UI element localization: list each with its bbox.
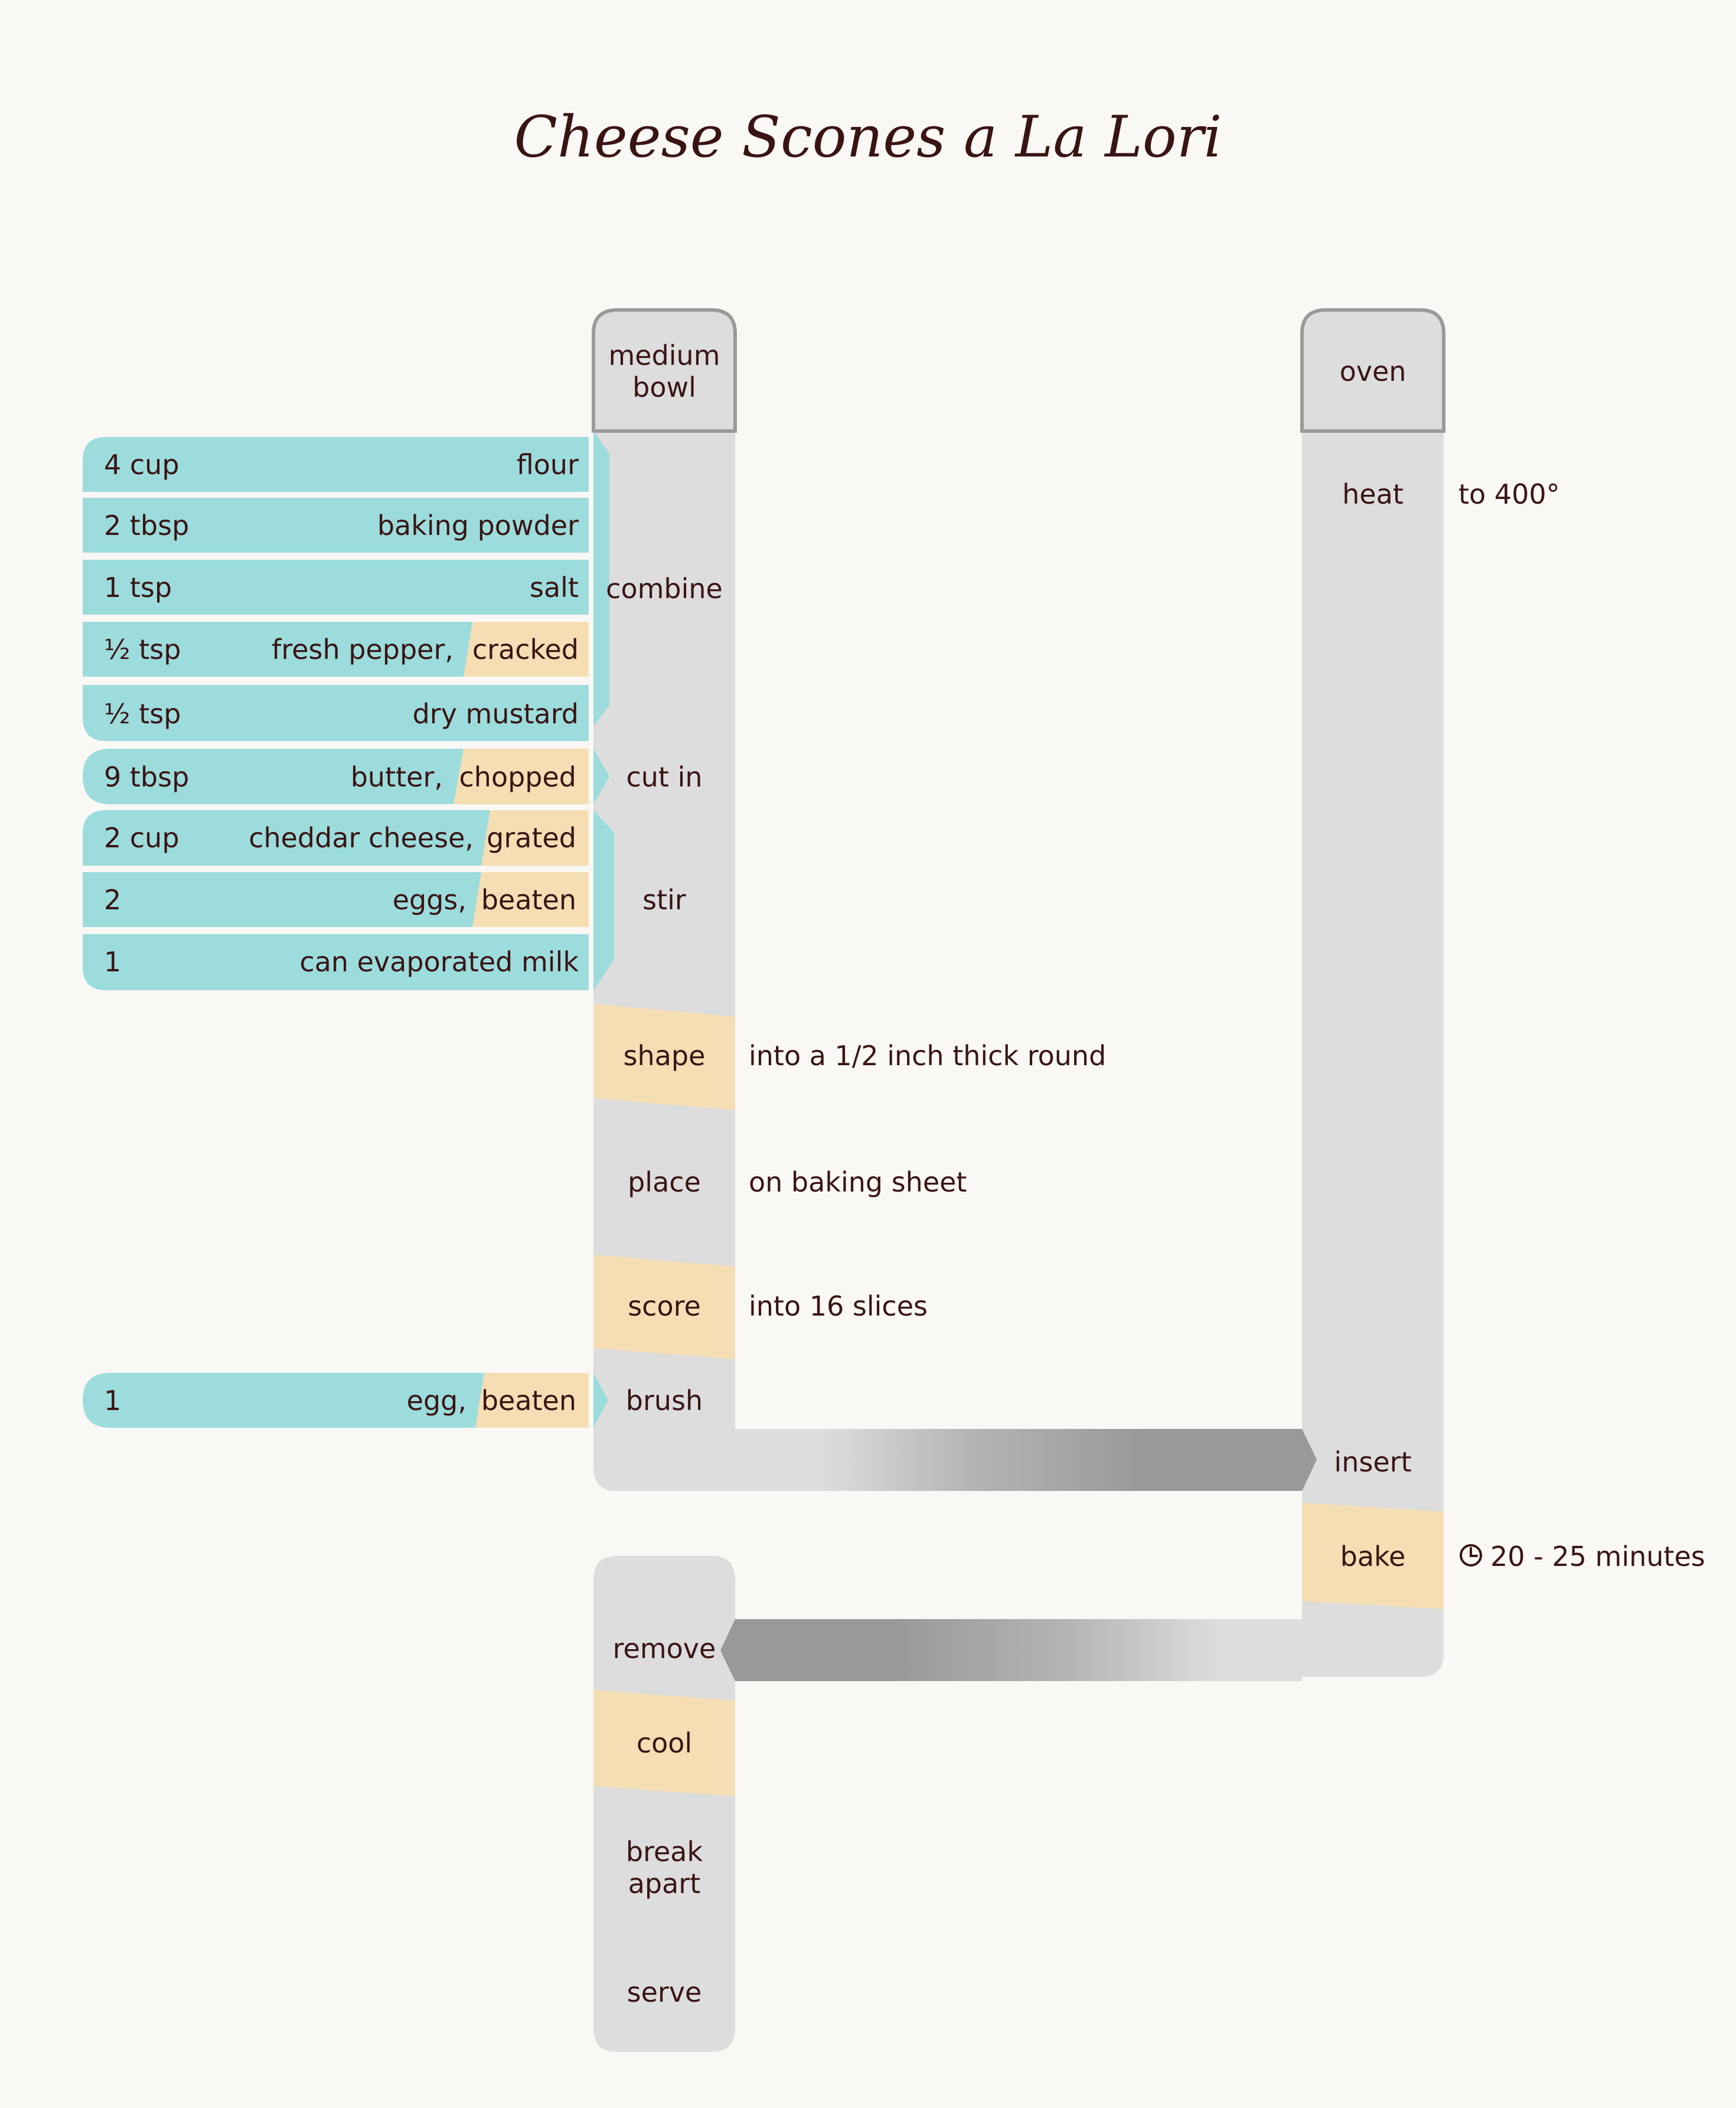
bowl-label-line2: bowl	[632, 371, 696, 403]
oven-column	[1302, 431, 1444, 1677]
bowl-header[interactable]	[592, 308, 737, 433]
bowl-label-line1: medium	[608, 340, 720, 371]
pepper-modifier-band	[464, 622, 589, 677]
eggs-qty: 2	[104, 884, 121, 916]
ingredient-egg-wash[interactable]	[83, 1373, 589, 1428]
flour-name: flour	[517, 449, 579, 481]
eggs-name: eggs,	[393, 884, 466, 916]
place-note: on baking sheet	[749, 1166, 967, 1198]
cheese-modifier-band	[481, 810, 589, 866]
butter-modifier: chopped	[459, 761, 577, 793]
shape-step-band	[593, 1004, 735, 1110]
step-score: score	[628, 1290, 701, 1322]
ingredient-cheese[interactable]	[83, 810, 589, 866]
step-remove: remove	[613, 1633, 716, 1665]
bake-step-band	[1302, 1503, 1444, 1609]
butter-qty: 9 tbsp	[104, 761, 189, 793]
stir-bracket	[593, 810, 614, 990]
brush-pointer	[593, 1373, 608, 1428]
ingredient-mustard[interactable]	[83, 685, 589, 741]
step-brush: brush	[626, 1385, 703, 1417]
milk-qty: 1	[104, 946, 121, 978]
cool-step-band	[593, 1690, 735, 1796]
step-bake: bake	[1340, 1541, 1406, 1572]
butter-name: butter,	[351, 761, 443, 793]
oven-header[interactable]	[1300, 308, 1445, 433]
step-combine: combine	[606, 573, 723, 605]
pepper-qty: ½ tsp	[104, 634, 181, 665]
cut-in-pointer	[593, 749, 609, 804]
step-serve: serve	[627, 1976, 702, 2008]
step-break-line1: break	[626, 1836, 703, 1868]
egg-wash-modifier-band	[475, 1373, 589, 1428]
step-stir: stir	[642, 884, 686, 916]
cheese-qty: 2 cup	[104, 822, 180, 854]
baking-powder-qty: 2 tbsp	[104, 510, 189, 541]
flour-qty: 4 cup	[104, 449, 180, 481]
eggs-modifier: beaten	[481, 884, 576, 916]
step-break-line2: apart	[628, 1868, 701, 1900]
ingredient-salt[interactable]	[83, 560, 589, 615]
cheese-name: cheddar cheese,	[249, 822, 474, 854]
ingredient-flour[interactable]	[83, 437, 589, 492]
milk-name: can evaporated milk	[299, 946, 579, 978]
cheese-modifier: grated	[487, 822, 576, 854]
step-heat: heat	[1342, 478, 1404, 510]
score-step-band	[593, 1255, 735, 1359]
shape-note: into a 1/2 inch thick round	[749, 1040, 1106, 1072]
oven-label: oven	[1340, 355, 1407, 387]
mustard-name: dry mustard	[413, 698, 579, 730]
ingredient-milk[interactable]	[83, 934, 589, 990]
combine-bracket	[593, 431, 609, 726]
ingredient-baking-powder[interactable]	[83, 498, 589, 553]
salt-name: salt	[530, 572, 579, 603]
step-cool: cool	[637, 1727, 692, 1759]
step-place: place	[628, 1166, 701, 1198]
step-cut-in: cut in	[626, 761, 702, 793]
clock-icon	[1460, 1544, 1482, 1567]
recipe-title: Cheese Scones a La Lori	[514, 104, 1222, 170]
bowl-column	[593, 431, 1317, 1491]
mustard-qty: ½ tsp	[104, 698, 181, 730]
step-shape: shape	[624, 1040, 706, 1072]
serving-column	[593, 1556, 735, 2052]
butter-modifier-band	[453, 749, 589, 804]
egg-wash-modifier: beaten	[481, 1385, 576, 1417]
pepper-modifier: cracked	[472, 634, 579, 665]
salt-qty: 1 tsp	[104, 572, 172, 603]
pepper-name: fresh pepper,	[272, 634, 453, 665]
eggs-modifier-band	[472, 872, 589, 927]
egg-wash-name: egg,	[407, 1385, 466, 1417]
bake-note: 20 - 25 minutes	[1490, 1541, 1705, 1572]
score-note: into 16 slices	[749, 1290, 928, 1322]
egg-wash-qty: 1	[104, 1385, 121, 1417]
remove-transfer-arrow	[720, 1619, 1302, 1681]
insert-transfer-arrow	[735, 1429, 1317, 1491]
heat-note: to 400°	[1458, 478, 1560, 510]
baking-powder-name: baking powder	[377, 510, 579, 541]
step-insert: insert	[1334, 1446, 1411, 1478]
